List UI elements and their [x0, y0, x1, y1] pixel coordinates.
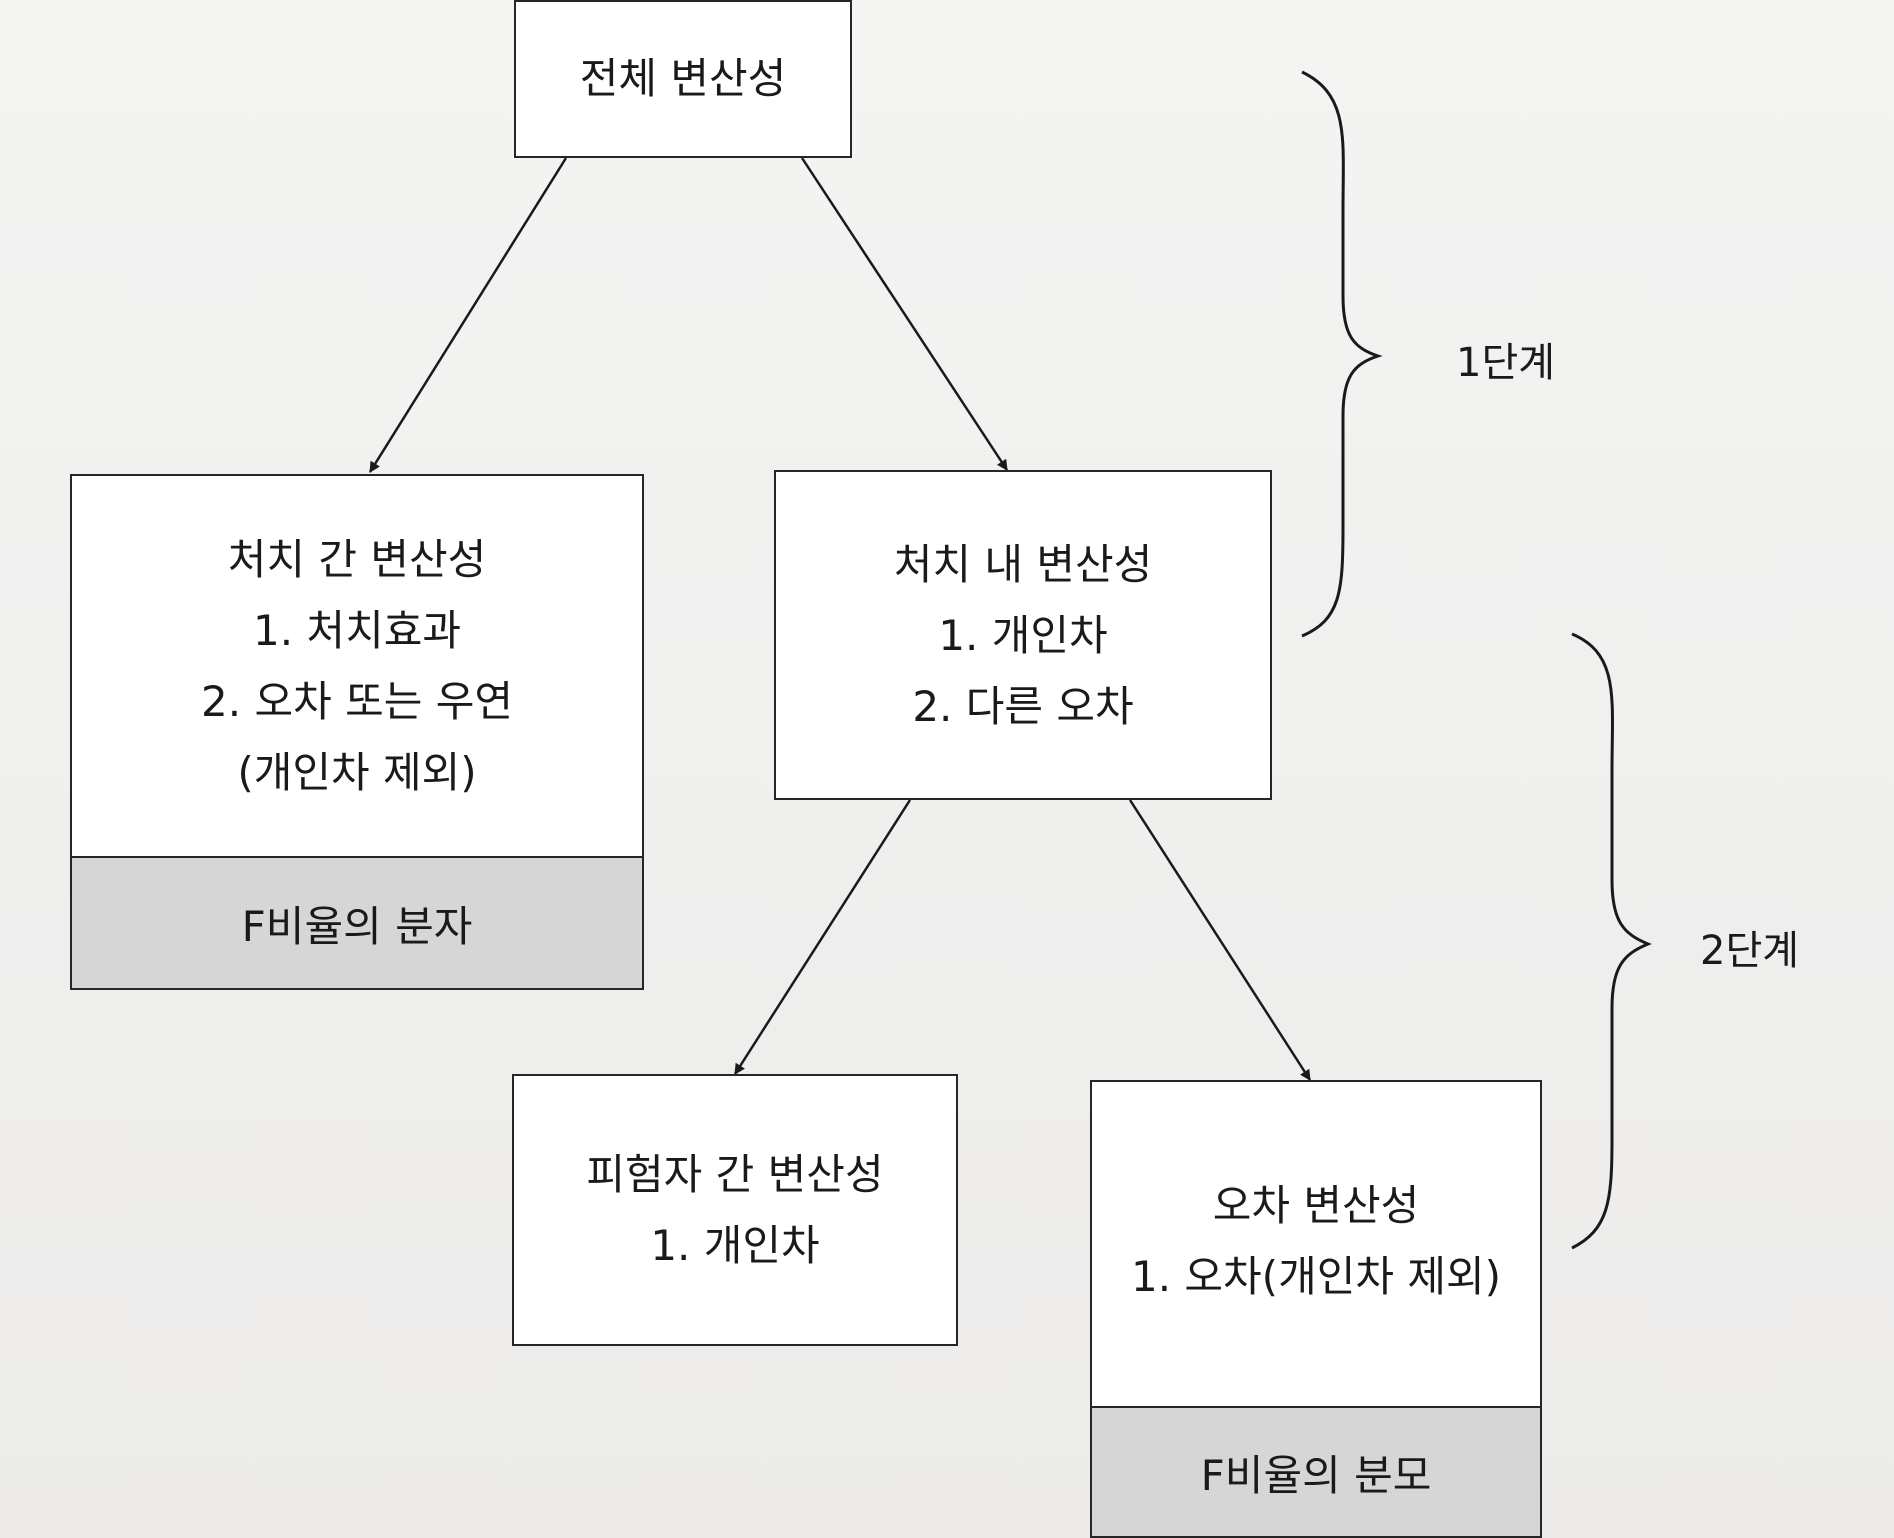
node-error-variability: 오차 변산성 1. 오차(개인차 제외) F비율의 분모 [1090, 1080, 1542, 1538]
node-item: 1. 개인차 [938, 610, 1108, 660]
node-item: (개인차 제외) [237, 748, 477, 797]
node-between-treatments: 처치 간 변산성 1. 처치효과 2. 오차 또는 우연 (개인차 제외) F비… [70, 474, 644, 990]
stage1-label: 1단계 [1456, 340, 1556, 386]
node-item: 2. 다른 오차 [912, 681, 1134, 731]
node-item: 1. 개인차 [650, 1221, 820, 1270]
f-ratio-denominator: F비율의 분모 [1092, 1406, 1540, 1536]
node-within-treatments: 처치 내 변산성 1. 개인차 2. 다른 오차 [774, 470, 1272, 800]
node-title: 처치 내 변산성 [893, 539, 1153, 589]
stage2-label: 2단계 [1700, 928, 1800, 974]
node-item: 1. 처치효과 [253, 606, 461, 655]
node-title: 피험자 간 변산성 [586, 1150, 884, 1199]
node-item: 1. 오차(개인차 제외) [1130, 1252, 1502, 1301]
arrow-total-to-between-treatments [368, 157, 568, 473]
brace-stage1 [1301, 70, 1383, 638]
node-title: 처치 간 변산성 [227, 535, 487, 584]
node-title: 오차 변산성 [1212, 1181, 1420, 1230]
brace-stage2 [1571, 632, 1652, 1250]
arrow-within-to-error [1128, 799, 1312, 1081]
arrow-total-to-within-treatments [800, 157, 1009, 471]
node-total-variability: 전체 변산성 [514, 0, 852, 158]
f-ratio-numerator: F비율의 분자 [72, 856, 642, 988]
node-between-subjects: 피험자 간 변산성 1. 개인차 [512, 1074, 958, 1346]
node-title: 전체 변산성 [579, 54, 787, 103]
node-item: 2. 오차 또는 우연 [201, 677, 513, 726]
arrow-within-to-between-subjects [733, 799, 912, 1075]
